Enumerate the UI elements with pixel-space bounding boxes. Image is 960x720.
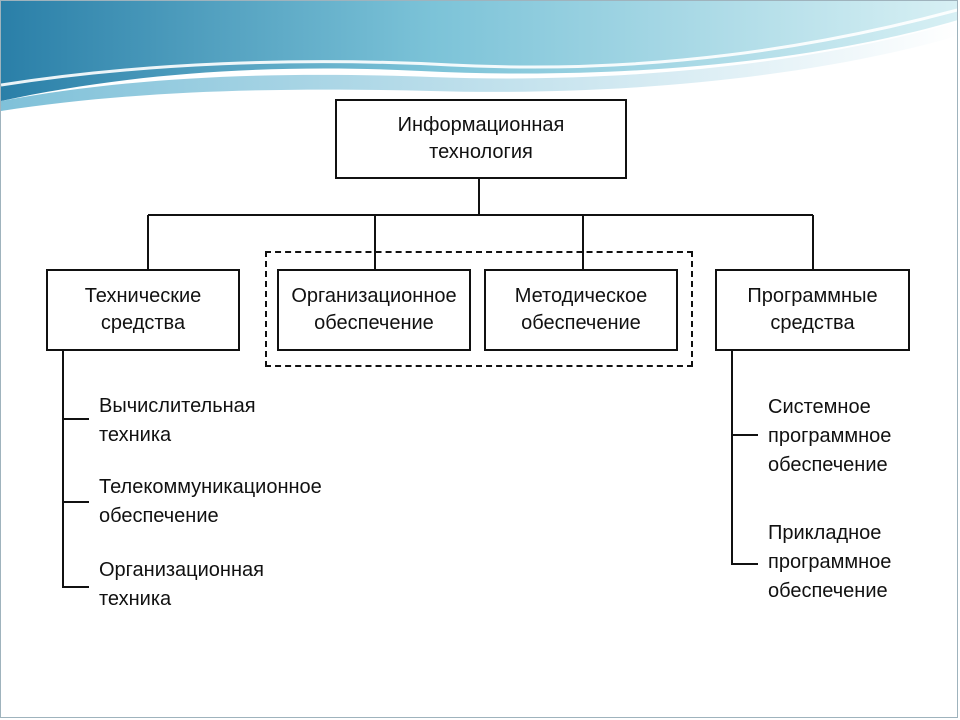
technical-item-telecom: Телекоммуникационное обеспечение [99,476,322,527]
methodical-support-box: Методическое обеспечение [484,269,678,351]
root-node-label: Информационная технология [397,114,565,163]
technical-means-label: Технические средства [84,285,202,334]
organizational-support-label: Организационное обеспечение [291,285,457,334]
software-means-box: Программные средства [715,269,910,351]
technical-item-office: Организационная техника [99,559,264,610]
root-node-box: Информационная технология [335,99,627,179]
technical-means-box: Технические средства [46,269,240,351]
technical-item-computing: Вычислительная техника [99,395,256,446]
organizational-support-box: Организационное обеспечение [277,269,471,351]
methodical-support-label: Методическое обеспечение [514,285,648,334]
software-item-system: Системное программное обеспечение [768,396,892,476]
header-wave-decoration [1,1,957,111]
software-means-label: Программные средства [747,285,878,334]
dashed-group-frame [265,251,693,367]
software-item-applied: Прикладное программное обеспечение [768,522,892,602]
